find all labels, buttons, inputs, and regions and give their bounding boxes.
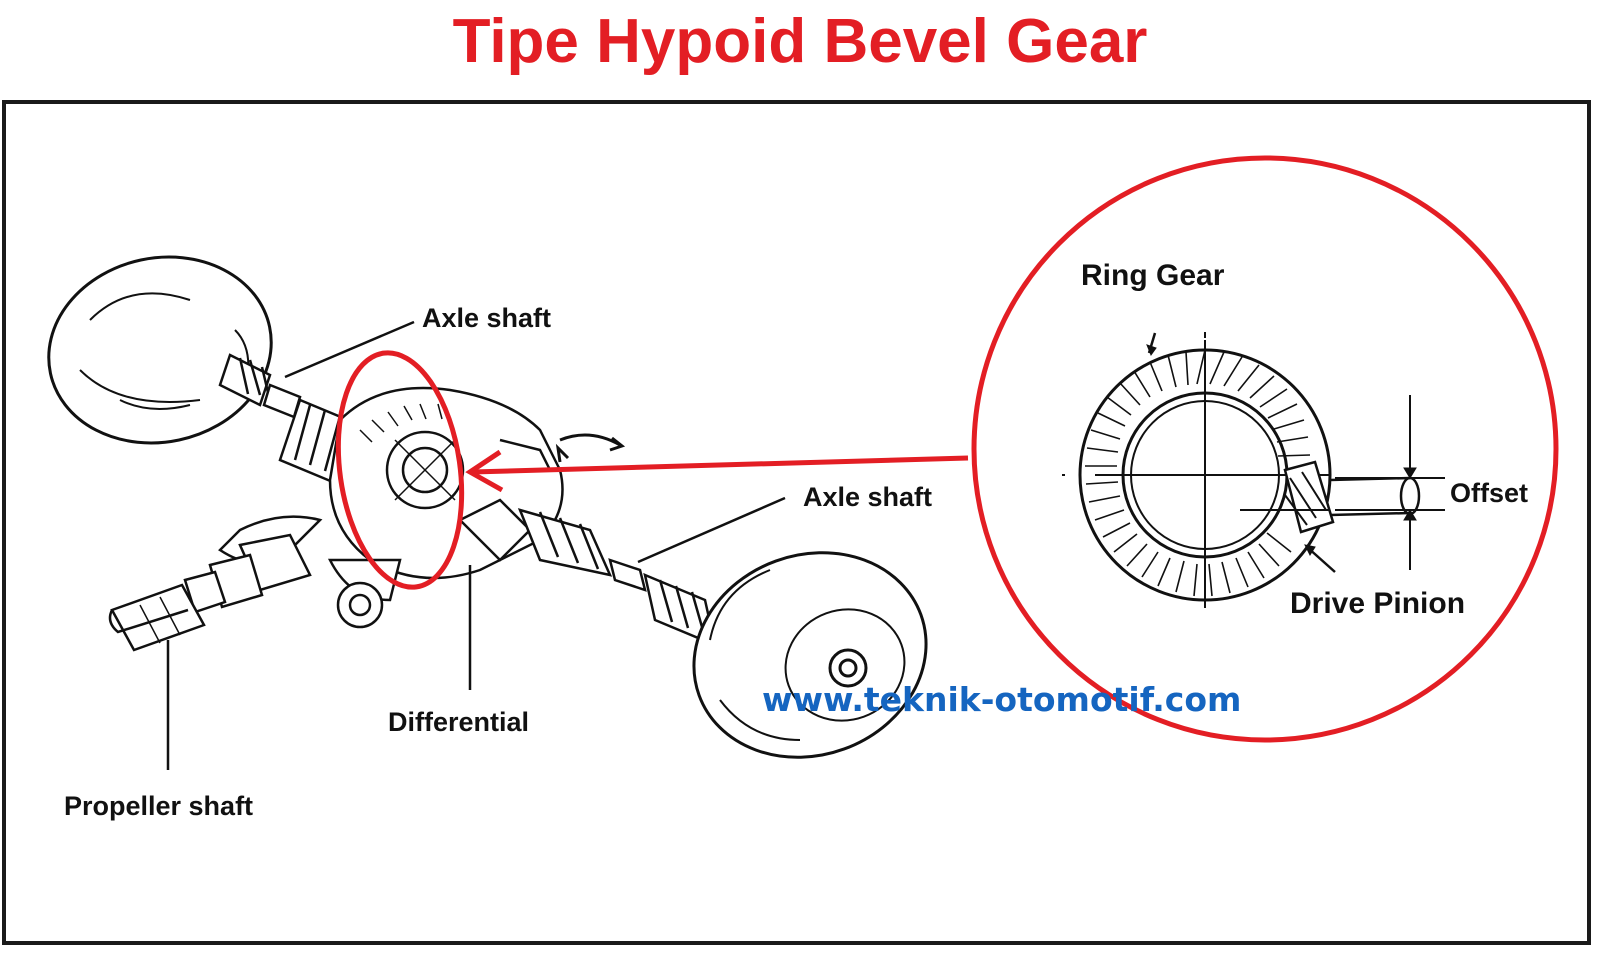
leader-lines [166, 320, 786, 770]
zoom-circle [971, 155, 1559, 743]
right-wheel [692, 551, 928, 759]
label-axle-shaft-top: Axle shaft [422, 303, 552, 333]
label-axle-shaft-right: Axle shaft [803, 482, 933, 512]
label-drive-pinion: Drive Pinion [1290, 587, 1466, 620]
diagram-title: Tipe Hypoid Bevel Gear [452, 7, 1148, 76]
zoom-arrow [465, 449, 969, 493]
ring-gear-detail [1062, 332, 1332, 608]
left-wheel [47, 255, 273, 445]
website-watermark: www.teknik-otomotif.com [762, 680, 1242, 719]
label-offset: Offset [1450, 478, 1529, 508]
drive-pinion-detail [1240, 395, 1445, 573]
differential-housing [218, 386, 626, 629]
gear-highlight-ellipse [335, 350, 465, 590]
propeller-shaft-drawing [108, 533, 312, 652]
label-ring-gear: Ring Gear [1081, 259, 1225, 292]
label-differential: Differential [388, 707, 530, 737]
diagram-frame [2, 100, 1591, 945]
right-axle-boot [517, 508, 717, 648]
label-propeller-shaft: Propeller shaft [64, 791, 254, 821]
